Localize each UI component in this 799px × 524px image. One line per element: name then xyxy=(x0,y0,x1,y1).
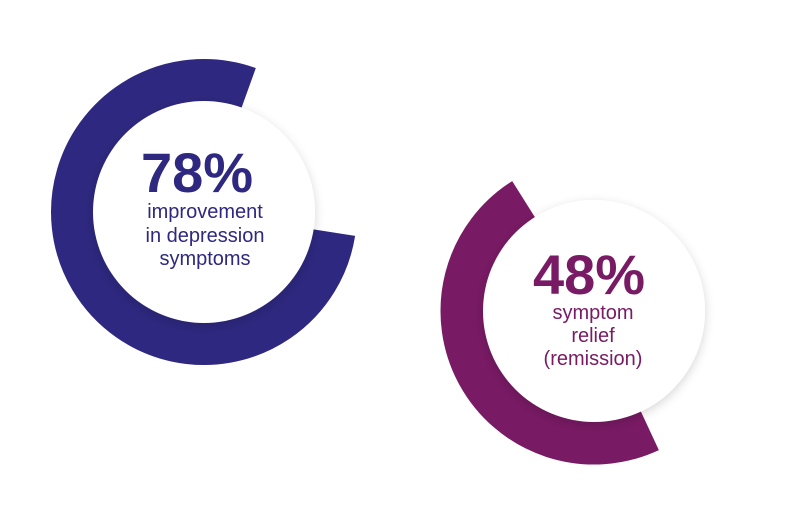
donut-center-48 xyxy=(483,200,705,422)
caption-line: symptom xyxy=(552,302,633,324)
donut-78: 78% improvement in depression symptoms xyxy=(51,59,356,365)
donut-arc-48 xyxy=(440,181,659,465)
donut-center-78 xyxy=(93,101,315,323)
percent-label-48: 48% xyxy=(533,243,645,306)
percent-label-78: 78% xyxy=(141,141,253,204)
caption-line: in depression xyxy=(146,225,265,247)
donut-48: 48% symptom relief (remission) xyxy=(440,181,705,465)
caption-line: symptoms xyxy=(159,248,250,270)
caption-line: relief xyxy=(571,325,615,347)
donut-arc-78 xyxy=(51,59,356,365)
caption-line: (remission) xyxy=(544,348,643,370)
caption-line: improvement xyxy=(147,201,263,223)
